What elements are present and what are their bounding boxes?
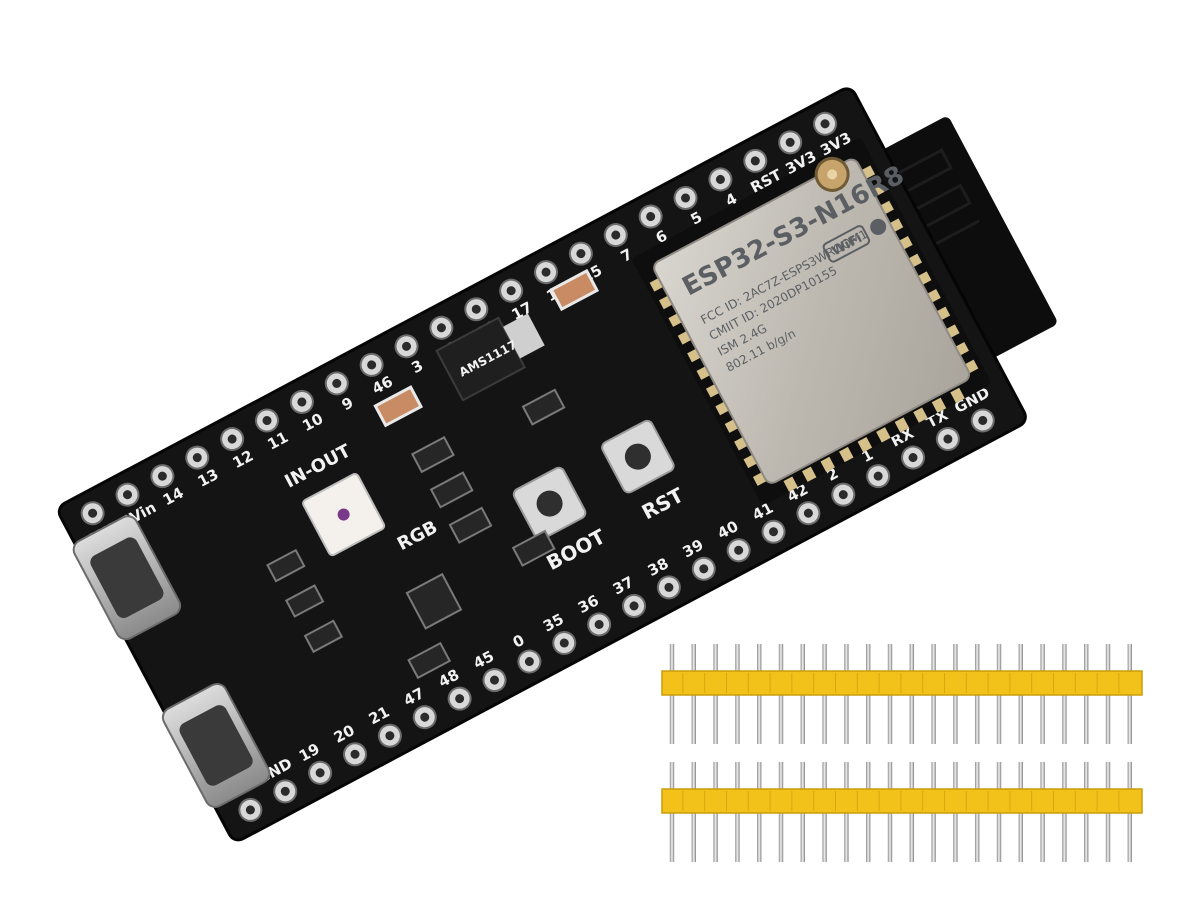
bluetooth-icon [870,218,887,235]
esp32-s3-dev-board: GND5Vin141312111094638181716157654RST3V3… [57,87,1057,842]
rst-button [601,419,675,494]
capacitor [549,268,600,312]
usb-c-port-2 [161,682,271,808]
capacitor [373,385,424,428]
usb-c-port-1 [72,515,182,641]
header-plastic [661,788,1143,814]
esp32-module: ESP32-S3-N16R8 FCC ID: 2AC7Z-ESPS3WROOM1… [633,138,991,504]
header-plastic [661,670,1143,696]
bottom-pin-row [238,408,995,822]
smd-components [266,388,566,680]
pin-header-2 [661,762,1143,862]
wifi-badge [822,225,871,263]
voltage-regulator: AMS1117 [435,313,545,402]
module-shield [653,158,971,484]
boot-button [512,466,587,541]
top-pin-row [80,111,838,526]
pin-header-1 [661,644,1143,744]
